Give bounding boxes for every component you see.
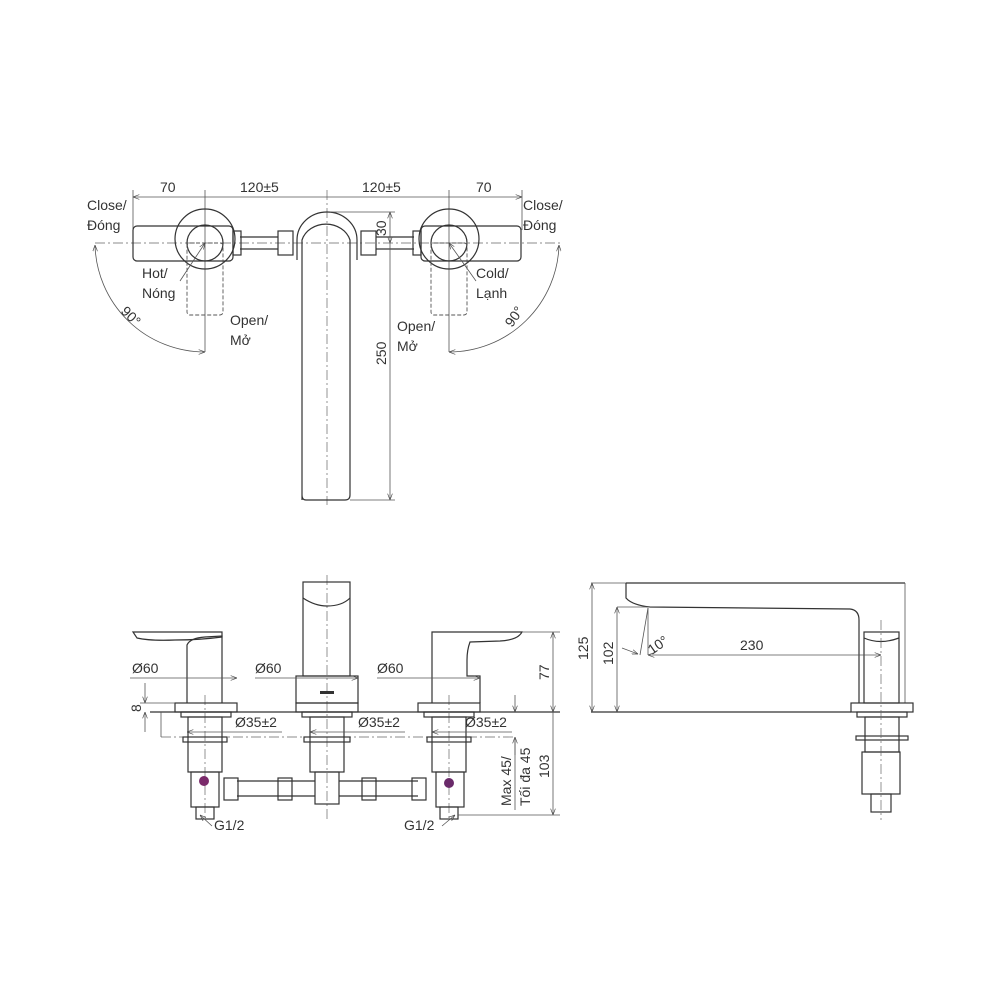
front-view: Ø60 Ø60 Ø60 Ø35±2 Ø35±2 Ø35±2 8 77 103 M… bbox=[128, 575, 560, 833]
cold-marker bbox=[444, 778, 454, 788]
deck-thickness-label-2: Tối đa 45 bbox=[517, 747, 533, 806]
hole-left-label: Ø35±2 bbox=[235, 714, 277, 730]
hole-center-label: Ø35±2 bbox=[358, 714, 400, 730]
side-view: 125 102 10° 230 bbox=[575, 582, 914, 820]
dia-left-label: Ø60 bbox=[132, 660, 159, 676]
close-left-label-2: Đóng bbox=[87, 217, 120, 233]
dia-center-label: Ø60 bbox=[255, 660, 282, 676]
valve-body-assembly bbox=[182, 716, 472, 820]
close-left-label-1: Close/ bbox=[87, 197, 127, 213]
height-below-label: 103 bbox=[536, 754, 552, 778]
spout-reach-label: 230 bbox=[740, 637, 764, 653]
cold-label-2: Lạnh bbox=[476, 285, 507, 301]
height-above-label: 77 bbox=[536, 664, 552, 680]
hot-label-2: Nóng bbox=[142, 285, 175, 301]
hot-handle-front bbox=[131, 631, 238, 718]
dim-right-label: 70 bbox=[476, 179, 492, 195]
spout-height-label: 102 bbox=[600, 641, 616, 665]
cold-handle-front bbox=[417, 631, 523, 718]
dim-spout-length-label: 250 bbox=[373, 341, 389, 365]
hot-marker bbox=[199, 776, 209, 786]
deck-thickness-label-1: Max 45/ bbox=[498, 756, 514, 806]
spout-side bbox=[625, 583, 860, 703]
close-right-label-2: Đóng bbox=[523, 217, 556, 233]
spout-top bbox=[296, 211, 358, 501]
cold-label-1: Cold/ bbox=[476, 265, 509, 281]
open-right-label-1: Open/ bbox=[397, 318, 435, 334]
hot-label-1: Hot/ bbox=[142, 265, 168, 281]
connecting-pipes-top bbox=[232, 230, 422, 256]
total-height-label: 125 bbox=[575, 636, 591, 660]
flange-height-label: 8 bbox=[128, 704, 144, 712]
dim-spout-offset-label: 30 bbox=[373, 220, 389, 236]
thread-left-label: G1/2 bbox=[214, 817, 245, 833]
thread-right-label: G1/2 bbox=[404, 817, 435, 833]
open-left-label-2: Mở bbox=[230, 332, 251, 348]
angle-right-label: 90° bbox=[501, 303, 526, 330]
angle-left-label: 90° bbox=[118, 303, 144, 329]
open-right-label-2: Mở bbox=[397, 338, 418, 354]
hole-right-label: Ø35±2 bbox=[465, 714, 507, 730]
close-right-label-1: Close/ bbox=[523, 197, 563, 213]
open-left-label-1: Open/ bbox=[230, 312, 268, 328]
spout-tip-side bbox=[863, 631, 900, 704]
dim-mid-left-label: 120±5 bbox=[240, 179, 279, 195]
dim-left-label: 70 bbox=[160, 179, 176, 195]
hot-handle-top bbox=[95, 208, 236, 352]
top-view: 70 120±5 120±5 70 bbox=[87, 179, 563, 505]
dim-mid-right-label: 120±5 bbox=[362, 179, 401, 195]
dia-right-label: Ø60 bbox=[377, 660, 404, 676]
spout-angle-label: 10° bbox=[645, 632, 672, 657]
